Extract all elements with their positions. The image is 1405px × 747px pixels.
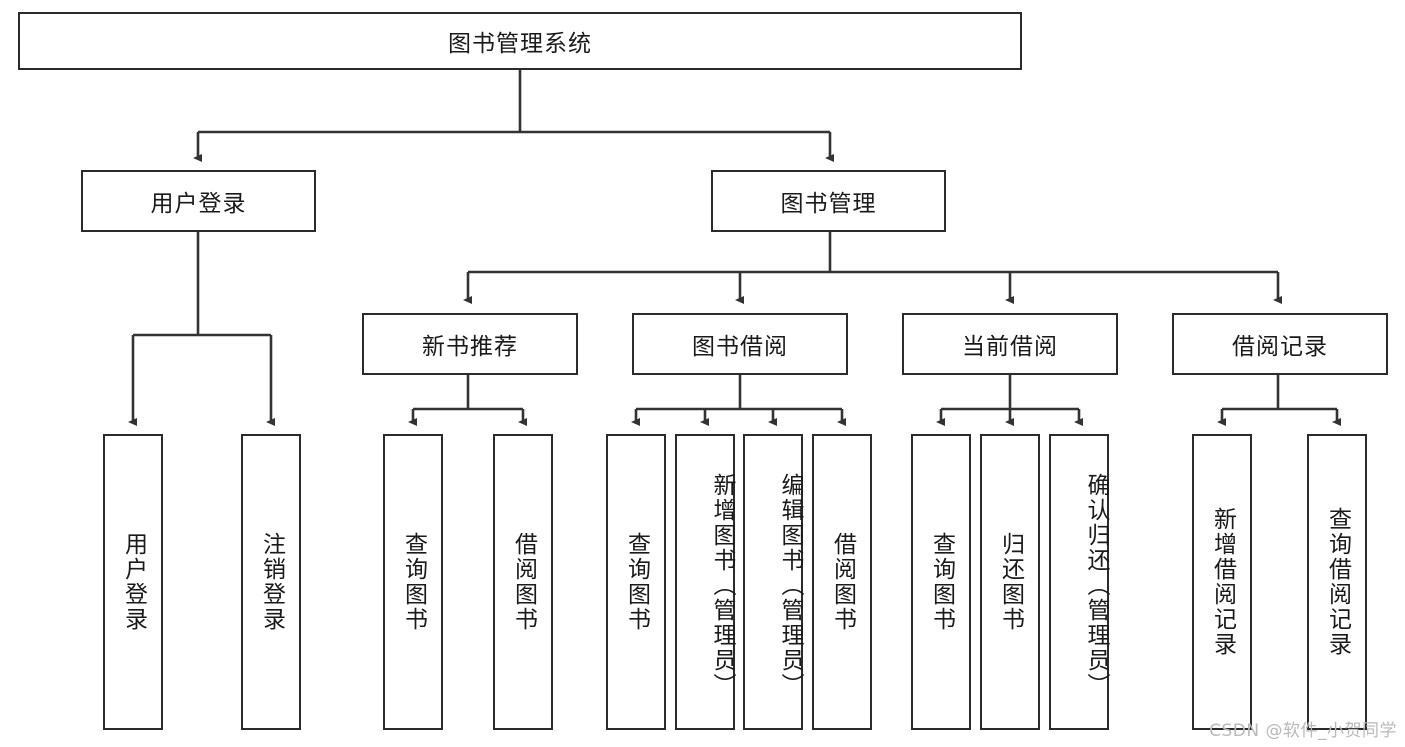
leaf-label: 确认归还（管理员） — [1083, 472, 1109, 698]
leaf-label: 归还图书 — [997, 532, 1024, 632]
leaf-label: 借阅图书 — [510, 532, 537, 632]
leaf-label: 借阅图书 — [829, 532, 856, 632]
leaf-book-borrow-borrow[interactable]: 借阅图书 — [812, 434, 872, 730]
leaf-label: 用户登录 — [120, 532, 147, 632]
leaf-label: 新增借阅记录 — [1209, 507, 1236, 657]
node-current-borrow[interactable]: 当前借阅 — [902, 313, 1118, 375]
leaf-user-login-login[interactable]: 用户登录 — [103, 434, 163, 730]
leaf-current-borrow-return[interactable]: 归还图书 — [980, 434, 1040, 730]
leaf-label: 查询图书 — [623, 532, 650, 632]
leaf-borrow-record-query[interactable]: 查询借阅记录 — [1307, 434, 1367, 730]
leaf-label: 新增图书（管理员） — [709, 472, 735, 698]
leaf-label: 编辑图书（管理员） — [777, 472, 803, 698]
leaf-new-book-query[interactable]: 查询图书 — [383, 434, 443, 730]
leaf-current-borrow-query[interactable]: 查询图书 — [911, 434, 971, 730]
leaf-book-borrow-query[interactable]: 查询图书 — [606, 434, 666, 730]
csdn-watermark: CSDN @软件_小贺同学 — [1209, 721, 1397, 741]
leaf-current-borrow-confirm-return[interactable]: 确认归还（管理员） — [1049, 434, 1109, 730]
leaf-label: 查询图书 — [928, 532, 955, 632]
leaf-label: 注销登录 — [258, 532, 285, 632]
node-book-management[interactable]: 图书管理 — [711, 170, 946, 232]
leaf-new-book-borrow[interactable]: 借阅图书 — [493, 434, 553, 730]
leaf-label: 查询借阅记录 — [1324, 507, 1351, 657]
node-borrow-record[interactable]: 借阅记录 — [1172, 313, 1388, 375]
leaf-book-borrow-edit[interactable]: 编辑图书（管理员） — [743, 434, 803, 730]
node-user-login[interactable]: 用户登录 — [81, 170, 316, 232]
node-book-borrow[interactable]: 图书借阅 — [632, 313, 848, 375]
node-new-book-recommend[interactable]: 新书推荐 — [362, 313, 578, 375]
node-root-system[interactable]: 图书管理系统 — [18, 12, 1022, 70]
leaf-label: 查询图书 — [400, 532, 427, 632]
leaf-book-borrow-add[interactable]: 新增图书（管理员） — [675, 434, 735, 730]
leaf-borrow-record-add[interactable]: 新增借阅记录 — [1192, 434, 1252, 730]
leaf-user-login-logout[interactable]: 注销登录 — [241, 434, 301, 730]
